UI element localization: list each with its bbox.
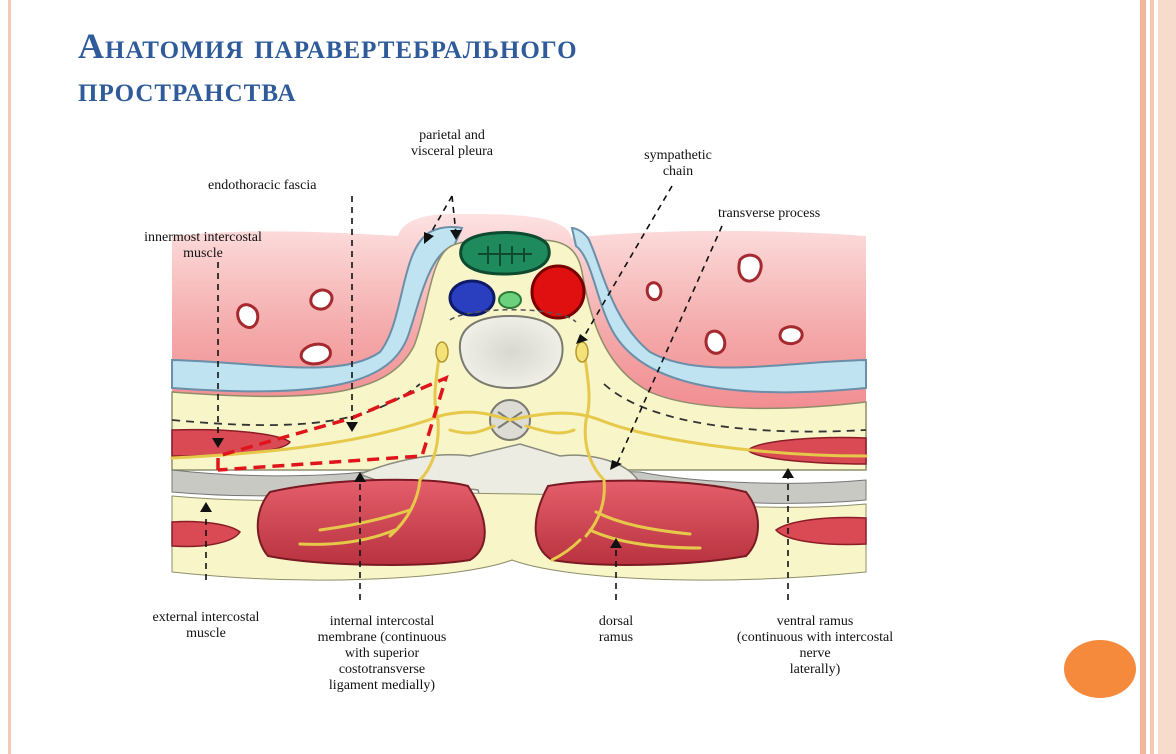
vein-blue [450, 281, 494, 315]
label-transverse-process: transverse process [718, 206, 888, 222]
small-vessel-green [499, 292, 521, 308]
label-internal-intercostal-membrane: internal intercostal membrane (continuou… [282, 614, 482, 694]
label-endothoracic-fascia: endothoracic fascia [208, 178, 388, 194]
decorative-orange-circle [1064, 640, 1136, 698]
label-parietal-visceral-pleura: parietal and visceral pleura [392, 128, 512, 160]
label-sympathetic-chain: sympathetic chain [618, 148, 738, 180]
back-muscle-right [536, 481, 758, 565]
artery-red [532, 266, 584, 318]
label-external-intercostal-muscle: external intercostal muscle [106, 610, 306, 642]
sympathetic-ganglion [576, 342, 588, 362]
label-innermost-intercostal-muscle: innermost intercostal muscle [108, 230, 298, 262]
label-dorsal-ramus: dorsal ramus [566, 614, 666, 646]
label-ventral-ramus: ventral ramus (continuous with intercost… [690, 614, 940, 678]
sympathetic-ganglion [436, 342, 448, 362]
vertebral-body [460, 316, 563, 388]
